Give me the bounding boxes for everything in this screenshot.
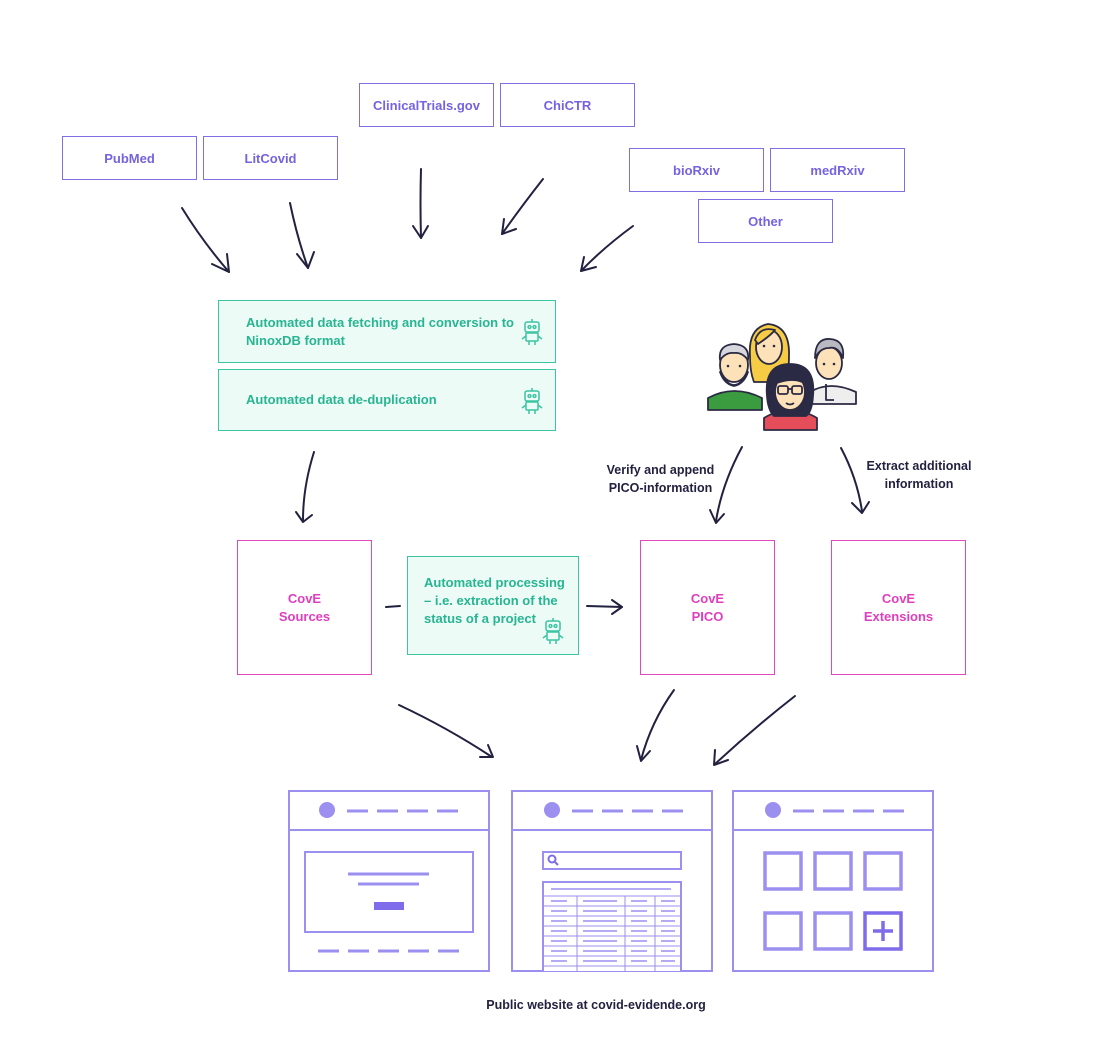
annotation-verify: Verify and append PICO-information [606, 463, 715, 495]
website-homepage-mockup [288, 790, 490, 972]
search-icon [547, 854, 559, 866]
source-pubmed-label: PubMed [104, 150, 155, 166]
robot-icon [521, 319, 543, 345]
footer-caption: Public website at covid-evidende.org [486, 998, 706, 1012]
automation-processing-label: Automated processing – i.e. extraction o… [424, 575, 565, 626]
source-biorxiv: bioRxiv [629, 148, 764, 192]
automation-fetching-label: Automated data fetching and conversion t… [246, 314, 514, 348]
source-litcovid: LitCovid [203, 136, 338, 180]
cove-extensions-box: CovE Extensions [831, 540, 966, 675]
source-medrxiv-label: medRxiv [810, 162, 865, 178]
cove-extensions-line2: Extensions [863, 608, 934, 624]
robot-icon [521, 388, 543, 414]
automation-fetching-box: Automated data fetching and conversion t… [218, 300, 556, 363]
cove-pico-line2: PICO [691, 608, 724, 624]
cove-sources-line2: Sources [278, 608, 331, 624]
source-other: Other [698, 199, 833, 243]
source-medrxiv: medRxiv [770, 148, 905, 192]
cove-sources-line1: CovE [287, 590, 322, 606]
source-chictr: ChiCTR [500, 83, 635, 127]
source-clinicaltrials-label: ClinicalTrials.gov [373, 97, 480, 113]
website-grid-mockup [732, 790, 934, 972]
cove-extensions-line1: CovE [881, 590, 916, 606]
automation-dedup-box: Automated data de-duplication [218, 369, 556, 431]
source-other-label: Other [748, 213, 783, 229]
automation-processing-box: Automated processing – i.e. extraction o… [407, 556, 579, 655]
automation-dedup-label: Automated data de-duplication [246, 392, 437, 407]
people-group-icon [707, 323, 857, 431]
source-clinicaltrials: ClinicalTrials.gov [359, 83, 494, 127]
cove-sources-box: CovE Sources [237, 540, 372, 675]
plus-icon [863, 911, 903, 951]
source-pubmed: PubMed [62, 136, 197, 180]
website-table-mockup [511, 790, 713, 972]
robot-icon [542, 618, 564, 644]
source-biorxiv-label: bioRxiv [673, 162, 720, 178]
source-chictr-label: ChiCTR [543, 97, 592, 113]
cove-pico-line1: CovE [690, 590, 725, 606]
annotation-extract: Extract additional information [866, 459, 972, 491]
source-litcovid-label: LitCovid [244, 150, 297, 166]
cove-pico-box: CovE PICO [640, 540, 775, 675]
